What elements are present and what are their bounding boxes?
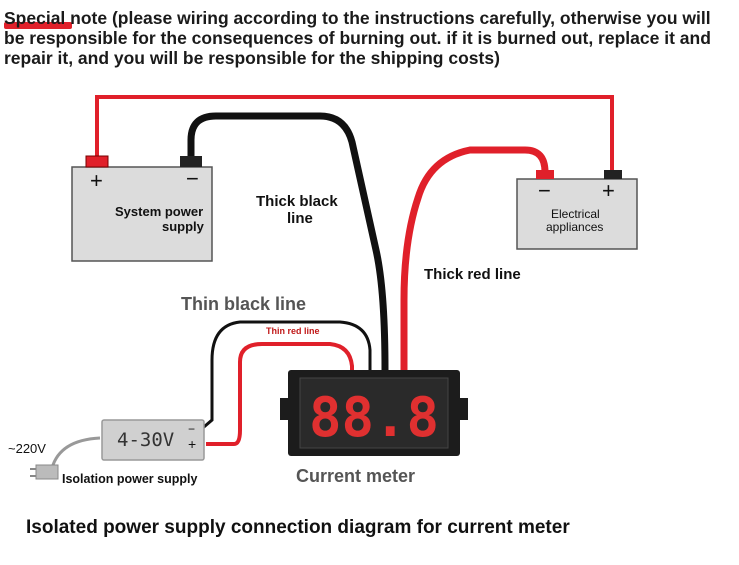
isolation-range: 4-30V bbox=[117, 429, 175, 451]
meter-display-window bbox=[299, 377, 449, 449]
top-red-wire bbox=[95, 95, 614, 172]
system-negative-terminal bbox=[180, 156, 202, 167]
isolation-minus: − bbox=[188, 422, 196, 436]
isolation-power-supply-box bbox=[101, 419, 205, 461]
thick-red-label: Thick red line bbox=[424, 266, 521, 283]
appliance-label-1: Electrical bbox=[551, 207, 600, 221]
ac-cable bbox=[50, 436, 101, 469]
ac-input-label: ~220V bbox=[8, 441, 46, 456]
thin-black-wire bbox=[197, 320, 372, 434]
system-plus: + bbox=[90, 168, 103, 193]
meter-digits: 88.8 bbox=[309, 386, 439, 449]
red-wire-fragment bbox=[4, 22, 72, 29]
appliance-plus: + bbox=[602, 178, 615, 203]
appliance-minus: − bbox=[538, 178, 551, 203]
ac-plug bbox=[35, 464, 59, 480]
special-note: Special note (please wiring according to… bbox=[4, 8, 711, 68]
appliance-negative-terminal bbox=[536, 170, 554, 179]
system-power-supply bbox=[71, 166, 213, 262]
system-power-label-2: supply bbox=[162, 219, 204, 234]
isolation-plus: + bbox=[188, 436, 197, 452]
current-meter-label: Current meter bbox=[296, 466, 416, 486]
thick-black-label-1: Thick black bbox=[256, 193, 338, 210]
thick-black-label-2: line bbox=[287, 210, 313, 227]
thin-red-wire bbox=[206, 342, 354, 446]
diagram-caption: Isolated power supply connection diagram… bbox=[26, 517, 570, 538]
system-power-label-1: System power bbox=[115, 204, 204, 219]
appliance-positive-terminal bbox=[604, 170, 622, 179]
system-minus: − bbox=[186, 166, 199, 191]
isolation-power-label: Isolation power supply bbox=[62, 472, 198, 486]
thin-black-label: Thin black line bbox=[181, 294, 307, 314]
thick-red-wire bbox=[400, 146, 549, 374]
thin-red-label: Thin red line bbox=[266, 326, 320, 336]
thick-black-wire bbox=[187, 112, 389, 374]
electrical-appliance bbox=[516, 178, 638, 250]
appliance-label-2: appliances bbox=[546, 220, 604, 234]
system-positive-terminal bbox=[85, 155, 109, 168]
